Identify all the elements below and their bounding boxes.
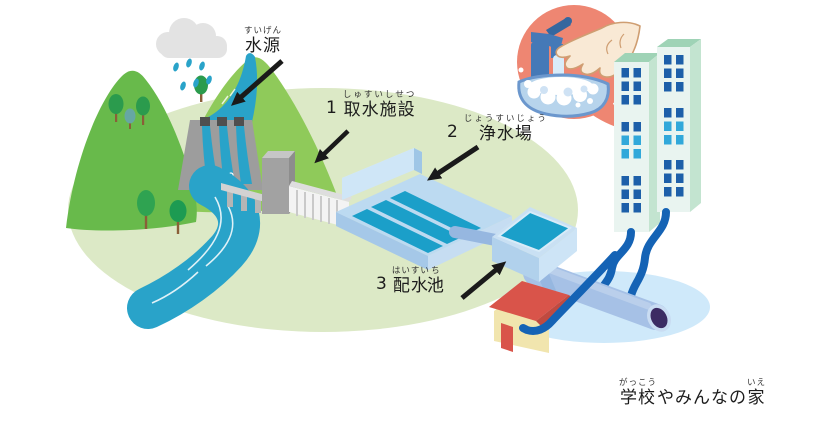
house [489,281,575,353]
building-left [614,53,660,232]
label-intake-text: 取水施設 [343,100,416,120]
label-purification-number: 2 [447,122,458,143]
building-windows [621,68,641,213]
tree [108,94,124,122]
label-source: すいげん 水源 [244,27,282,55]
building-windows [664,55,684,197]
distribution-reservoir [492,207,577,282]
intake-weir [289,181,352,228]
tree [137,190,155,229]
raindrops [173,58,212,91]
label-purification-text: 浄水場 [478,124,533,144]
house-door [501,323,513,352]
arrow-intake [314,129,350,164]
tree [169,200,187,234]
label-intake-furigana: しゅすいしせつ [342,90,417,100]
arrow-source [230,59,284,106]
label-intake: 1 しゅすいしせつ 取水施設 [326,91,416,119]
plant-raised-block [342,148,422,200]
building-right [657,39,701,212]
house-pipe [519,251,619,335]
main-water-pipe [523,260,671,332]
soap-foam [518,62,610,108]
rain-cloud-icon [156,18,227,91]
arrow-reservoir [460,261,507,300]
label-reservoir: 3 はいすい 配水 ち 池 [376,266,445,296]
label-homes: がっこう 学校 やみんなの いえ 家 [619,378,767,408]
mountain-left [66,70,197,231]
arrow-plant [426,144,480,181]
bridge [221,183,269,213]
pipe-opening [647,304,671,332]
label-source-text: 水源 [245,36,281,56]
label-source-furigana: すいげん [244,26,283,36]
label-purification: 2 じょうすいじょう 浄水場 [447,115,548,143]
tree [124,108,136,129]
plant-basins [352,191,481,253]
building-pipe-2 [627,208,670,300]
tree [136,96,150,125]
label-purification-furigana: じょうすいじょう [463,114,548,124]
label-intake-number: 1 [326,98,337,119]
label-reservoir-number: 3 [376,274,387,295]
